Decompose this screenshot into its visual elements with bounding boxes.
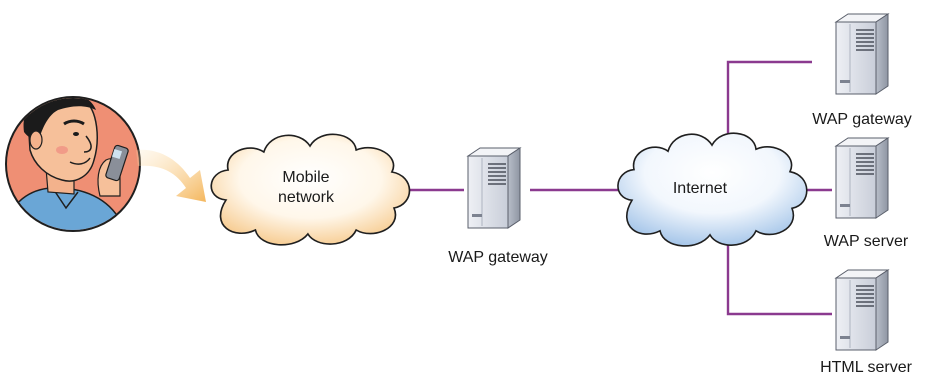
person-with-phone-icon xyxy=(5,96,141,232)
internet-label: Internet xyxy=(673,180,728,197)
wap-server: WAP server xyxy=(824,137,909,250)
server-icon xyxy=(835,137,889,219)
wap-gateway-right: WAP gateway xyxy=(812,13,912,128)
wap-server-label: WAP server xyxy=(824,233,909,250)
server-icon xyxy=(835,13,889,95)
wap-gateway-center-label: WAP gateway xyxy=(448,249,548,266)
wap-gateway-right-label: WAP gateway xyxy=(812,111,912,128)
line-internet-to-html-server xyxy=(726,232,832,316)
mobile-network-cloud: Mobile network xyxy=(210,133,411,246)
arrow-icon xyxy=(136,149,206,202)
internet-cloud: Internet xyxy=(617,132,808,247)
server-icon xyxy=(835,269,889,351)
wap-gateway-center: WAP gateway xyxy=(448,147,548,266)
mobile-network-label-line1: Mobile xyxy=(282,169,329,186)
html-server-label: HTML server xyxy=(820,359,913,376)
html-server: HTML server xyxy=(820,269,913,376)
mobile-network-label-line2: network xyxy=(278,189,335,206)
line-internet-to-wap-gateway xyxy=(726,60,812,148)
server-icon xyxy=(467,147,521,229)
